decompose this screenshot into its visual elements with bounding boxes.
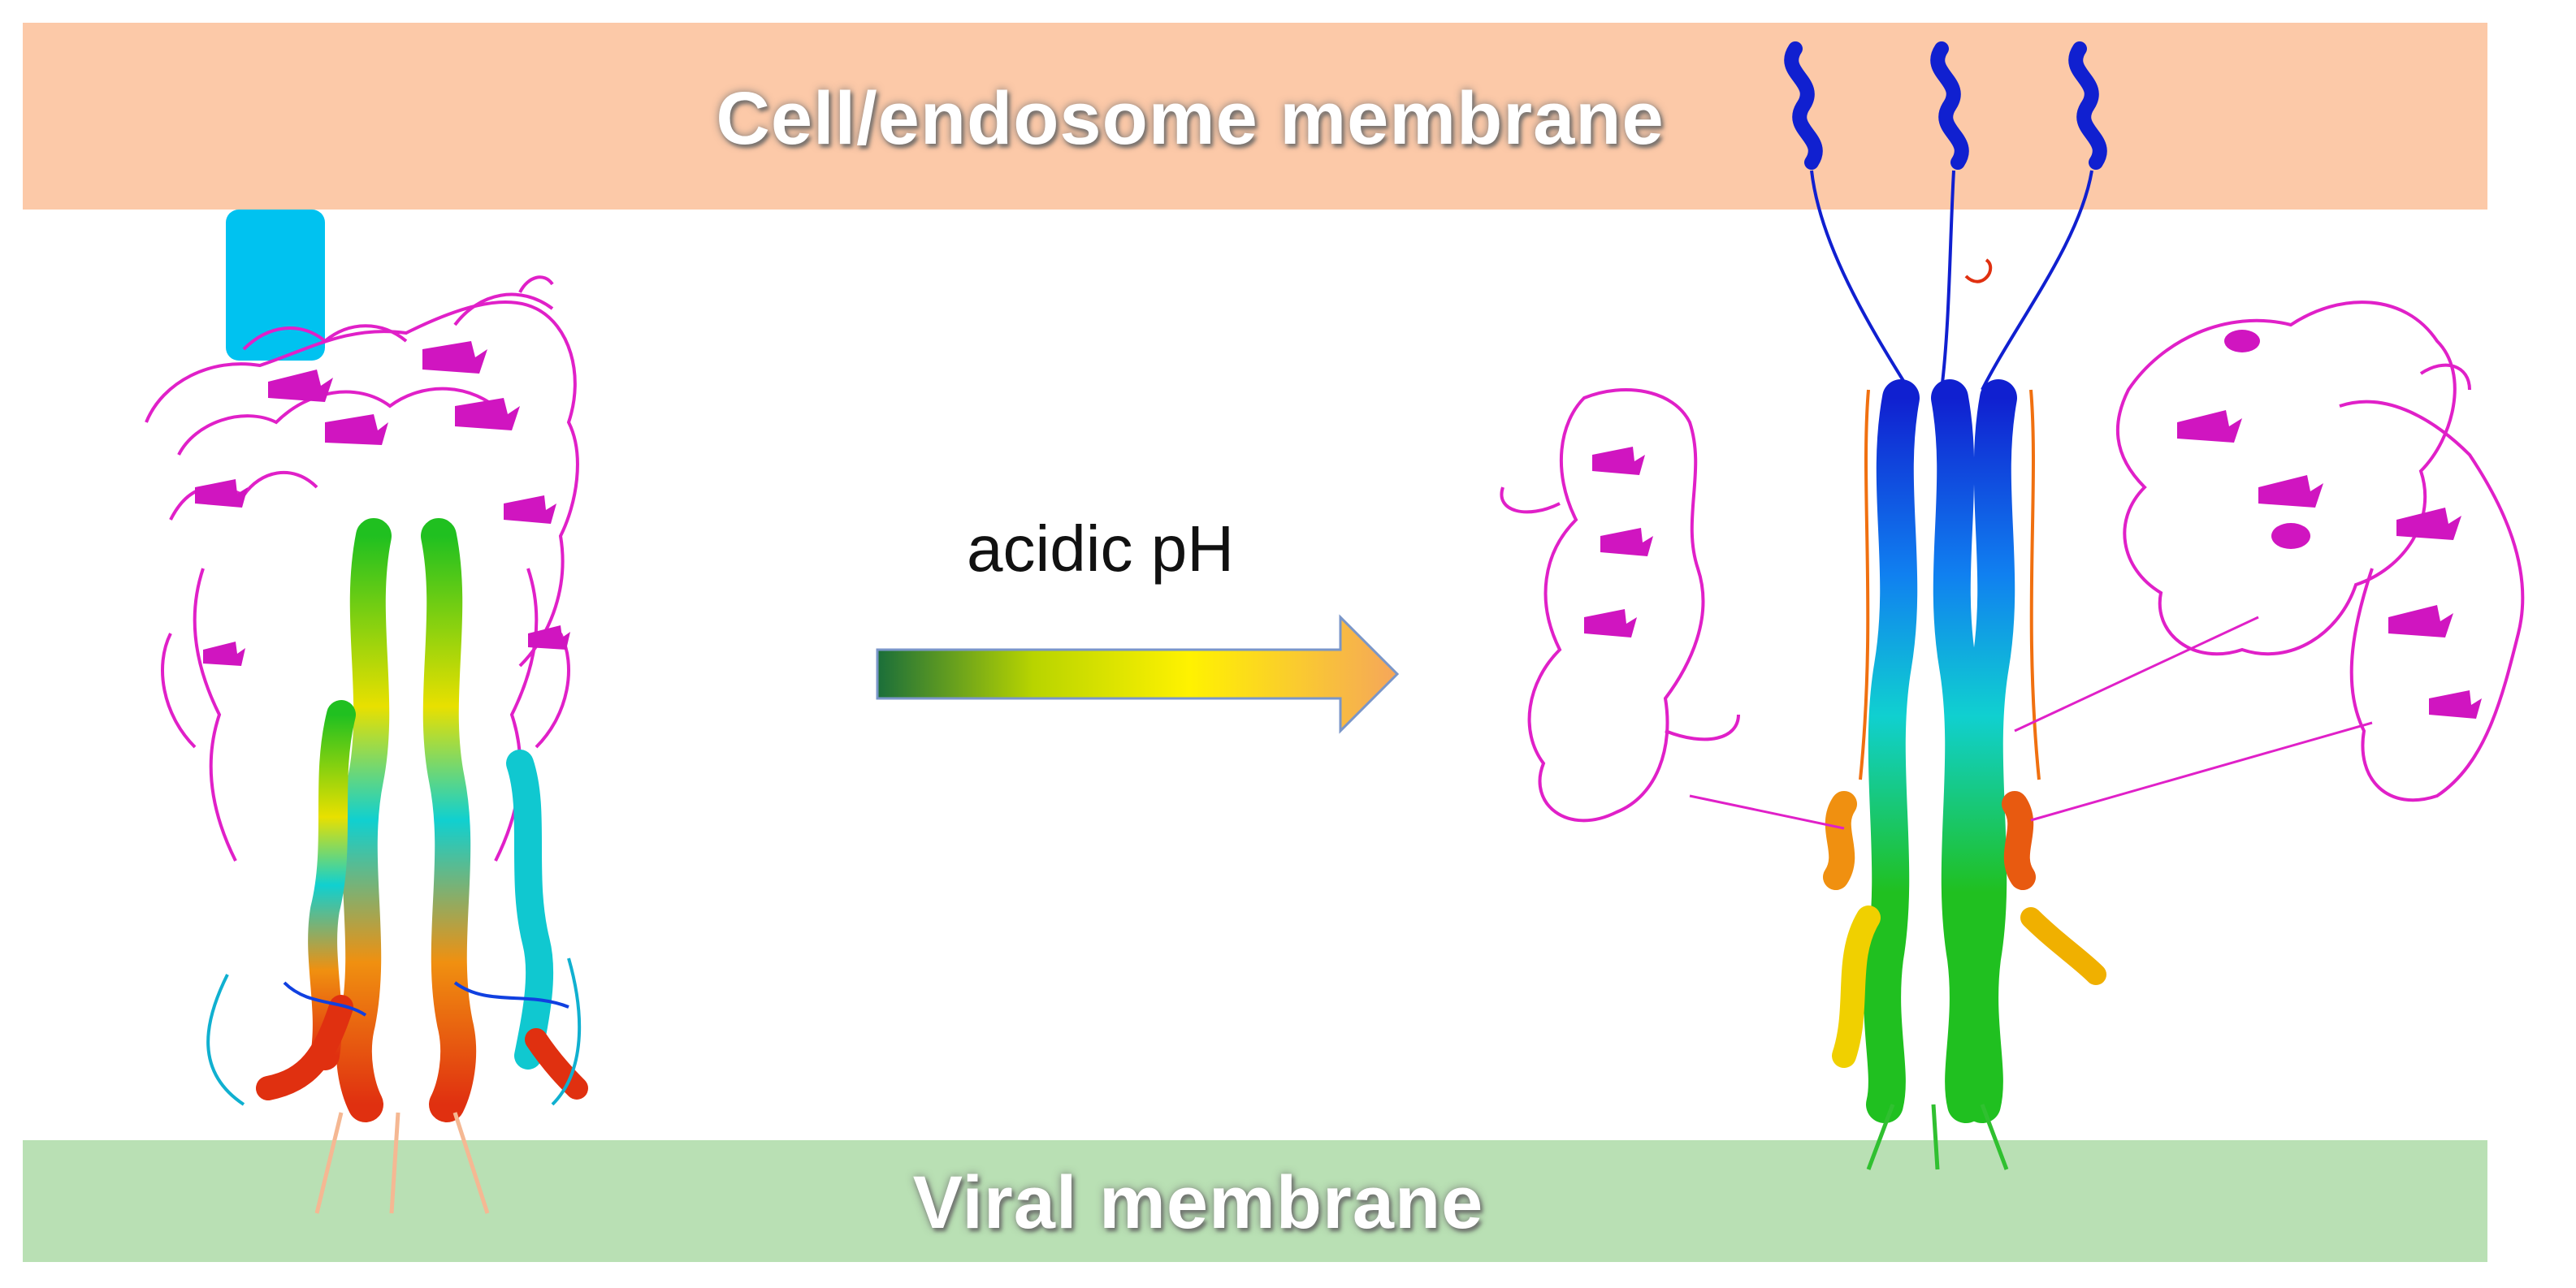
prefusion-anchors [314, 1112, 490, 1214]
postfusion-right-sheets [2177, 330, 2482, 719]
right-tether-lower [2030, 721, 2373, 822]
postfusion-outer-helices [1823, 791, 2106, 1068]
acidic-ph-arrow [876, 614, 1400, 734]
prefusion-helix-bundle [256, 518, 588, 1122]
postfusion-left-domain [1500, 388, 1740, 823]
red-loop [1964, 258, 1993, 283]
right-tether-upper [2014, 616, 2259, 733]
left-tether [1689, 794, 1845, 830]
acidic-ph-label: acidic pH [967, 512, 1235, 585]
prefusion-lower-loops [206, 957, 582, 1106]
postfusion-orange-strands [1859, 389, 2041, 780]
cell-membrane-label: Cell/endosome membrane [716, 76, 1665, 160]
fusion-peptide-linkers [1810, 170, 2093, 391]
postfusion-structure [1500, 41, 2525, 1170]
postfusion-left-sheets [1584, 447, 1653, 638]
viral-membrane-label: Viral membrane [912, 1160, 1484, 1244]
prefusion-beta-sheets [195, 341, 570, 666]
fusion-peptide-helices [1784, 41, 2107, 170]
postfusion-right-domain [2115, 300, 2525, 802]
viral-membrane: Viral membrane [23, 1140, 2487, 1262]
prefusion-globular-head [145, 275, 579, 862]
receptor-box [226, 210, 325, 361]
prefusion-structure [145, 210, 588, 1214]
postfusion-anchors [1866, 1104, 2009, 1170]
postfusion-coiled-coil [1864, 379, 2017, 1123]
